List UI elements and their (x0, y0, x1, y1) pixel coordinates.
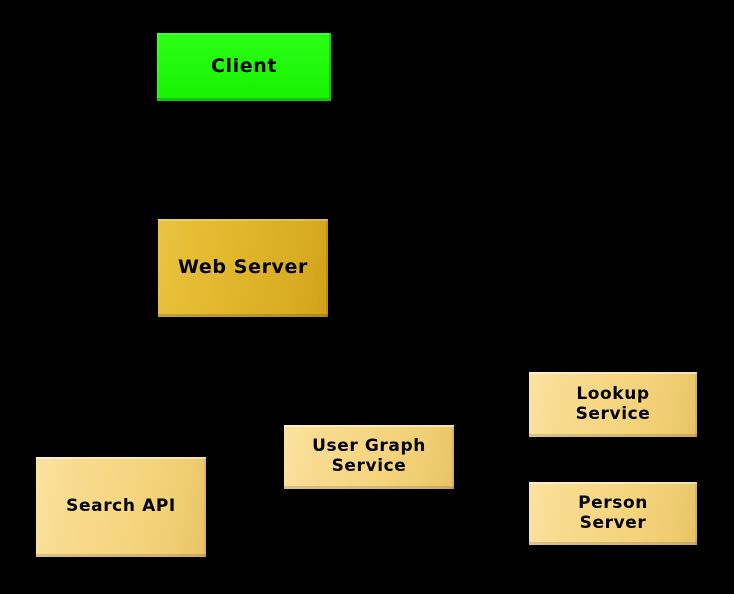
diagram-node-label: Lookup Service (575, 383, 651, 424)
diagram-node-label: Search API (66, 496, 176, 517)
diagram-node-web-server[interactable]: Web Server (158, 219, 328, 317)
diagram-node-label: User Graph Service (312, 436, 426, 476)
diagram-node-search-api[interactable]: Search API (36, 457, 206, 557)
diagram-node-person-server[interactable]: Person Server (529, 482, 697, 545)
diagram-node-user-graph-service[interactable]: User Graph Service (284, 425, 454, 489)
diagram-node-client[interactable]: Client (157, 33, 331, 101)
diagram-node-label: Person Server (578, 492, 648, 533)
diagram-node-label: Client (210, 55, 278, 78)
diagram-node-label: Web Server (178, 256, 308, 279)
diagram-node-lookup-service[interactable]: Lookup Service (529, 372, 697, 437)
